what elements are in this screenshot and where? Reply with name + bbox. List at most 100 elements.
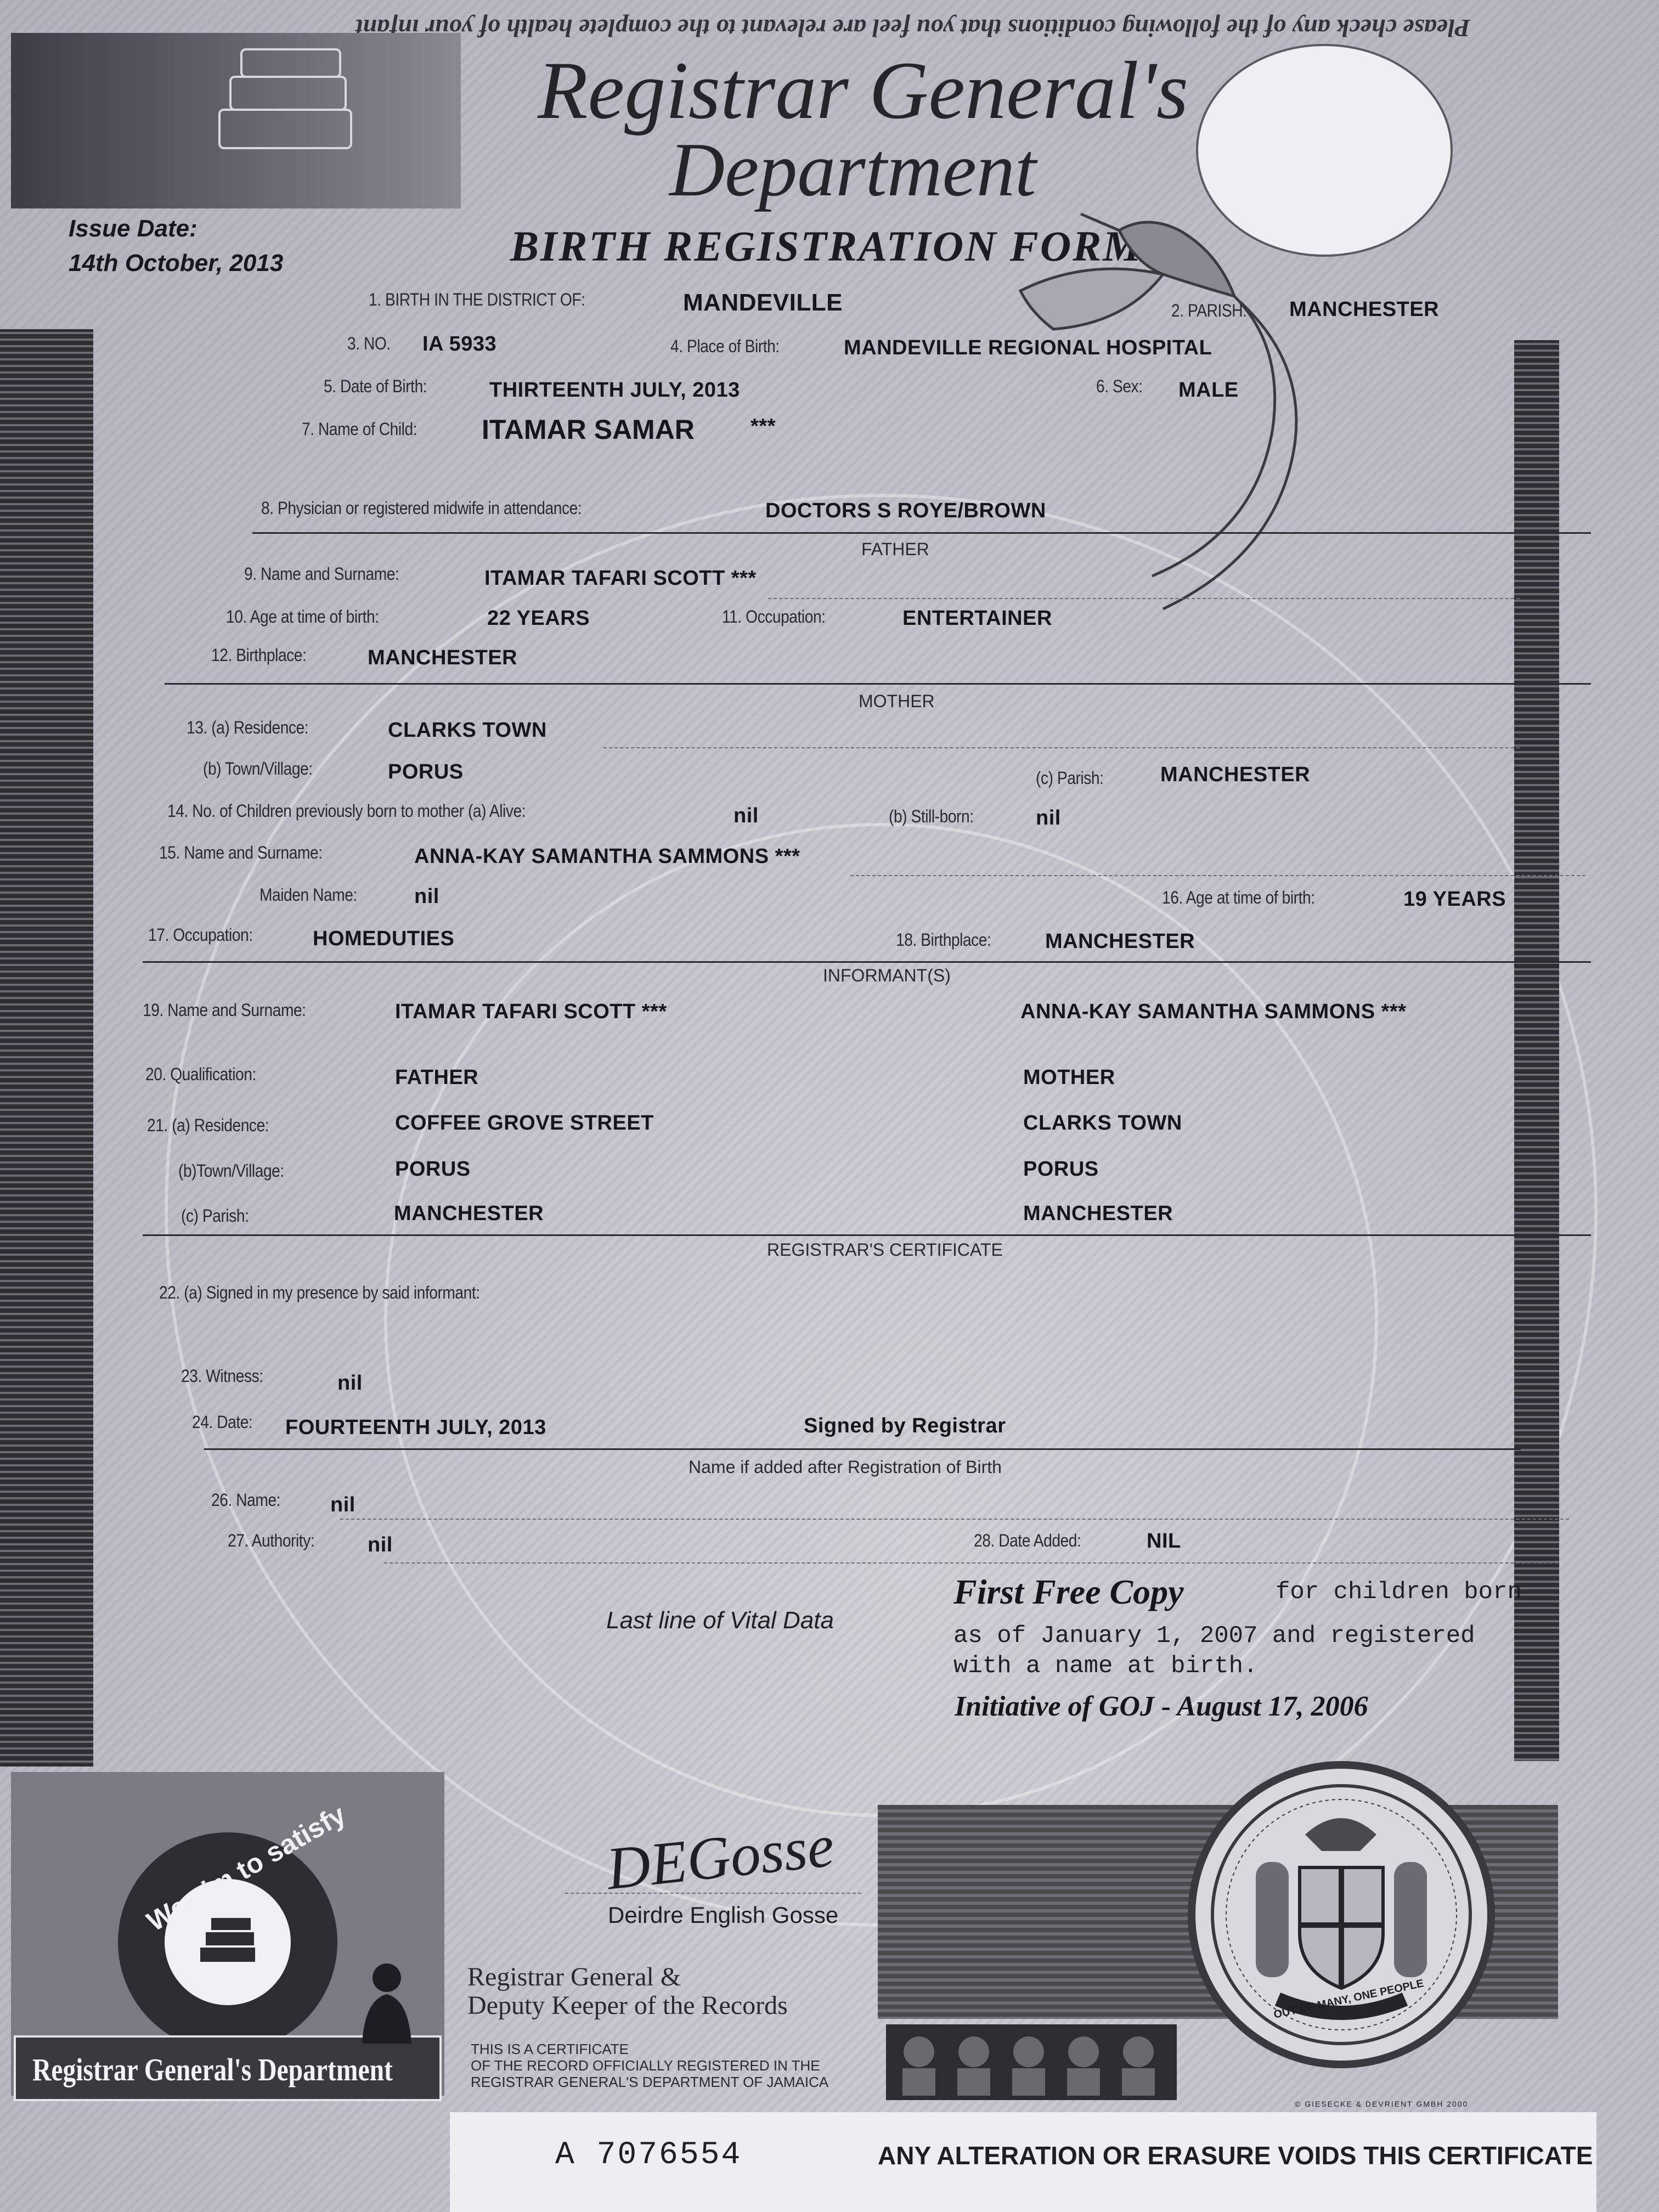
parish-value: MANCHESTER xyxy=(1289,298,1440,321)
mother-birthplace-label: 18. Birthplace: xyxy=(896,930,991,950)
qualification-label: 20. Qualification: xyxy=(145,1064,256,1084)
informants-heading: INFORMANT(S) xyxy=(823,966,951,985)
divider xyxy=(165,683,1591,685)
informant-2-name: ANNA-KAY SAMANTHA SAMMONS *** xyxy=(1020,1000,1407,1023)
books-icon xyxy=(200,1918,255,1962)
divider xyxy=(204,1448,1521,1450)
signed-by-registrar: Signed by Registrar xyxy=(804,1414,1006,1437)
number-value: IA 5933 xyxy=(422,332,497,356)
child-name-label: 7. Name of Child: xyxy=(302,419,417,439)
printer-credit: © GIESECKE & DEVRIENT GMBH 2000 xyxy=(1295,2100,1469,2108)
certificate-note-2: OF THE RECORD OFFICIALLY REGISTERED IN T… xyxy=(471,2057,820,2074)
divider xyxy=(143,1234,1591,1236)
mother-residence-label: 13. (a) Residence: xyxy=(187,718,309,737)
coat-of-arms-seal: OUT OF MANY, ONE PEOPLE xyxy=(1188,1761,1495,2068)
informant-2-residence: CLARKS TOWN xyxy=(1023,1111,1182,1135)
form-title: BIRTH REGISTRATION FORM xyxy=(510,222,1143,270)
father-occupation-value: ENTERTAINER xyxy=(902,607,1052,630)
child-name-value: ITAMAR SAMAR xyxy=(482,414,695,445)
first-free-copy-title: First Free Copy xyxy=(953,1572,1184,1611)
informant-1-town: PORUS xyxy=(395,1158,471,1181)
mother-heading: MOTHER xyxy=(859,691,935,711)
certificate-note-1: THIS IS A CERTIFICATE xyxy=(471,2041,629,2057)
mother-birthplace-value: MANCHESTER xyxy=(1045,930,1195,953)
right-security-border xyxy=(1514,340,1559,1761)
department-logo: We aim to satisfy xyxy=(118,1799,351,2052)
informant-parish-label: (c) Parish: xyxy=(181,1206,249,1226)
stillborn-value: nil xyxy=(1036,806,1061,830)
father-birthplace-label: 12. Birthplace: xyxy=(211,645,307,665)
registrar-title-2: Deputy Keeper of the Records xyxy=(467,1991,788,2020)
physician-value: DOCTORS S ROYE/BROWN xyxy=(765,499,1046,522)
dashed-line xyxy=(384,1562,1558,1564)
mother-name-value: ANNA-KAY SAMANTHA SAMMONS *** xyxy=(414,845,800,868)
issue-date-value: 14th October, 2013 xyxy=(69,250,284,276)
registration-date-label: 24. Date: xyxy=(192,1412,253,1432)
signature-line xyxy=(565,1893,861,1894)
sex-value: MALE xyxy=(1178,379,1239,402)
mother-age-value: 19 YEARS xyxy=(1403,888,1506,911)
flipped-page-text: Please check any of the following condit… xyxy=(356,14,1470,42)
logo-department-name: Registrar General's Department xyxy=(32,2052,393,2087)
district-value: MANDEVILLE xyxy=(683,289,843,316)
header-corner-block xyxy=(11,33,461,208)
serial-number: A 7076554 xyxy=(555,2137,742,2173)
mother-parish-value: MANCHESTER xyxy=(1160,763,1311,786)
registrar-title-1: Registrar General & xyxy=(467,1962,681,1991)
stillborn-label: (b) Still-born: xyxy=(889,806,974,826)
father-occupation-label: 11. Occupation: xyxy=(722,607,826,627)
registrar-heading: REGISTRAR'S CERTIFICATE xyxy=(767,1240,1003,1260)
figures-band xyxy=(886,2024,1177,2100)
child-name-stars: *** xyxy=(751,415,776,438)
informant-town-label: (b)Town/Village: xyxy=(178,1161,284,1181)
date-of-birth-value: THIRTEENTH JULY, 2013 xyxy=(489,379,740,402)
mother-residence-value: CLARKS TOWN xyxy=(388,719,547,742)
added-name-value: nil xyxy=(330,1493,356,1516)
date-of-birth-label: 5. Date of Birth: xyxy=(324,376,427,396)
physician-label: 8. Physician or registered midwife in at… xyxy=(261,498,582,518)
father-heading: FATHER xyxy=(861,539,929,559)
parish-label: 2. PARISH: xyxy=(1171,301,1247,320)
place-of-birth-label: 4. Place of Birth: xyxy=(670,336,780,356)
sex-label: 6. Sex: xyxy=(1096,376,1143,396)
father-age-label: 10. Age at time of birth: xyxy=(226,607,379,627)
divider xyxy=(143,961,1591,963)
department-title: Registrar General's xyxy=(538,45,1189,136)
witness-value: nil xyxy=(337,1372,363,1395)
mother-age-label: 16. Age at time of birth: xyxy=(1162,888,1315,907)
place-of-birth-value: MANDEVILLE REGIONAL HOSPITAL xyxy=(844,336,1212,359)
informant-1-name: ITAMAR TAFARI SCOTT *** xyxy=(395,1000,667,1023)
certificate-note-3: REGISTRAR GENERAL'S DEPARTMENT OF JAMAIC… xyxy=(471,2074,829,2090)
father-name-value: ITAMAR TAFARI SCOTT *** xyxy=(484,567,757,590)
mother-occupation-label: 17. Occupation: xyxy=(148,925,253,945)
sun-circle xyxy=(1196,44,1453,257)
dashed-line xyxy=(340,1519,1569,1520)
signed-presence-label: 22. (a) Signed in my presence by said in… xyxy=(159,1283,480,1302)
mother-name-label: 15. Name and Surname: xyxy=(159,843,323,862)
dashed-line xyxy=(850,875,1585,876)
registrar-name: Deirdre English Gosse xyxy=(608,1902,839,1928)
last-line-of-vital-data: Last line of Vital Data xyxy=(606,1607,834,1634)
free-copy-line-3: with a name at birth. xyxy=(953,1652,1258,1680)
mother-town-label: (b) Town/Village: xyxy=(203,759,313,778)
informant-2-parish: MANCHESTER xyxy=(1023,1202,1173,1225)
father-birthplace-value: MANCHESTER xyxy=(368,646,518,669)
date-added-label: 28. Date Added: xyxy=(974,1531,1081,1550)
informant-1-residence: COFFEE GROVE STREET xyxy=(395,1111,654,1135)
coat-of-arms-icon xyxy=(1211,1784,1472,2045)
logo-banner: Registrar General's Department xyxy=(14,2035,442,2101)
district-label: 1. BIRTH IN THE DISTRICT OF: xyxy=(369,290,585,309)
bottom-strip xyxy=(450,2112,1596,2212)
added-name-label: 26. Name: xyxy=(211,1490,280,1510)
name-added-heading: Name if added after Registration of Birt… xyxy=(689,1457,1002,1477)
maiden-name-value: nil xyxy=(414,885,439,908)
maiden-name-label: Maiden Name: xyxy=(259,885,357,905)
department-title-2: Department xyxy=(669,127,1036,212)
goj-initiative: Initiative of GOJ - August 17, 2006 xyxy=(955,1691,1368,1722)
mother-town-value: PORUS xyxy=(388,760,464,783)
issue-date-label: Issue Date: xyxy=(69,215,198,242)
mother-occupation-value: HOMEDUTIES xyxy=(313,927,455,950)
authority-label: 27. Authority: xyxy=(228,1531,315,1550)
informant-1-parish: MANCHESTER xyxy=(394,1202,544,1225)
